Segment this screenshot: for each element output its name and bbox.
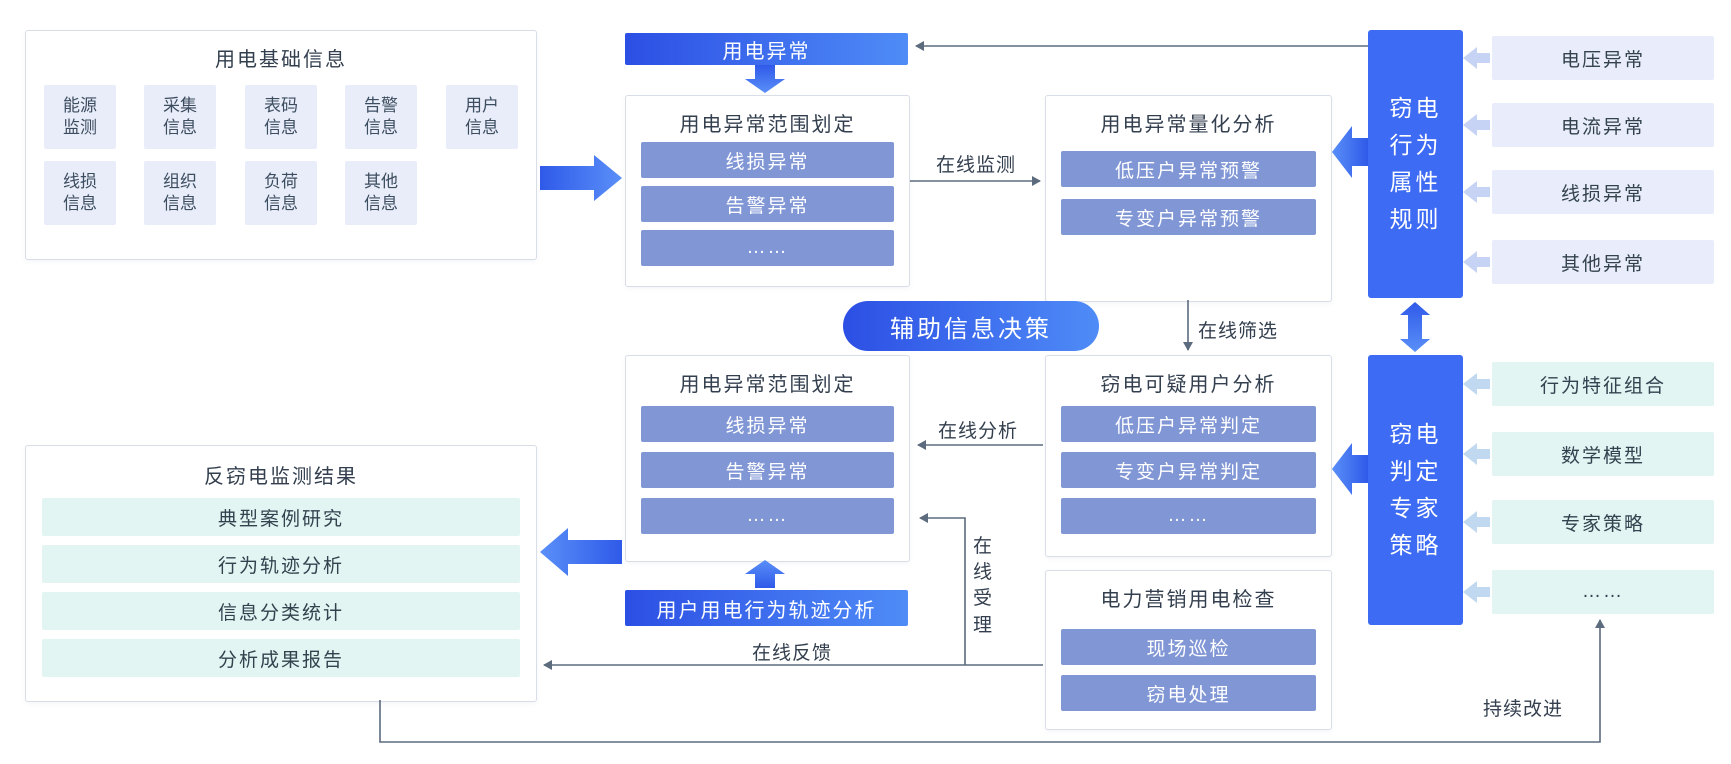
big-arrow-rules-to-quant <box>1332 126 1368 178</box>
big-arrow-expert-to-suspect <box>1332 443 1368 495</box>
small-arrow-strategy-item <box>1463 581 1490 603</box>
basic-info-item: 采集信息 <box>144 85 216 149</box>
panel-title: 窃电可疑用户分析 <box>1100 374 1277 396</box>
basic-info-item: 其他信息 <box>345 161 417 225</box>
big-arrow-basic-to-scope <box>540 155 622 201</box>
results-title: 反窃电监测结果 <box>204 466 358 488</box>
bluebox-line: 窃电 <box>1389 420 1442 447</box>
flow-bar: 线损异常 <box>641 142 894 178</box>
bluebox-line: 规则 <box>1389 206 1442 233</box>
basic-info-item: 能源监测 <box>44 85 116 149</box>
flow-bar: 专变户异常判定 <box>1061 452 1316 488</box>
flow-bar: 现场巡检 <box>1061 629 1316 665</box>
flow-bar: 专变户异常预警 <box>1061 199 1316 235</box>
basic-info-title: 用电基础信息 <box>215 49 347 71</box>
small-arrow-strategy-item <box>1463 373 1490 395</box>
small-arrow-strategy-item <box>1463 443 1490 465</box>
suspect-user-panel: 窃电可疑用户分析 低压户异常判定 专变户异常判定 …… <box>1045 355 1332 557</box>
flow-bar: 窃电处理 <box>1061 675 1316 711</box>
flow-bar: …… <box>1061 498 1316 534</box>
small-arrow-rule-item <box>1463 114 1490 136</box>
bluebox-line: 窃电 <box>1389 94 1442 121</box>
basic-info-item: 负荷信息 <box>245 161 317 225</box>
double-arrow-rules-expert <box>1400 302 1430 352</box>
panel-title: 用电异常范围划定 <box>679 114 856 136</box>
bluebox-line: 专家 <box>1389 495 1442 521</box>
small-arrow-rule-item <box>1463 47 1490 69</box>
big-arrow-trajectory-up <box>745 560 785 588</box>
small-arrow-strategy-item <box>1463 511 1490 533</box>
strategy-item: …… <box>1492 570 1714 614</box>
basic-info-panel: 用电基础信息 能源监测 采集信息 表码信息 告警信息 用户信息 线损信息 组织信… <box>25 30 537 260</box>
strategy-item: 专家策略 <box>1492 500 1714 544</box>
bluebox-line: 策略 <box>1389 532 1442 559</box>
bluebox-line: 属性 <box>1389 169 1442 195</box>
strategy-item: 数学模型 <box>1492 432 1714 476</box>
anomaly-banner: 用电异常 <box>625 33 908 65</box>
rule-item: 电压异常 <box>1492 36 1714 80</box>
basic-info-item: 告警信息 <box>345 85 417 149</box>
basic-info-item: 线损信息 <box>44 161 116 225</box>
anomaly-scope-panel-1: 用电异常范围划定 线损异常 告警异常 …… <box>625 95 910 287</box>
edge-label-online-monitoring: 在线监测 <box>935 155 1016 176</box>
basic-info-item: 组织信息 <box>144 161 216 225</box>
edge-label-online-analysis: 在线分析 <box>937 421 1018 442</box>
theft-attribute-rules-box: 窃电 行为 属性 规则 <box>1368 30 1463 298</box>
bluebox-line: 行为 <box>1389 131 1442 158</box>
edge-label-online-filtering: 在线筛选 <box>1198 321 1279 342</box>
quant-analysis-panel: 用电异常量化分析 低压户异常预警 专变户异常预警 <box>1045 95 1332 302</box>
trajectory-banner: 用户用电行为轨迹分析 <box>625 590 908 626</box>
rule-item: 线损异常 <box>1492 170 1714 214</box>
flow-bar: …… <box>641 230 894 266</box>
edge-label-online-feedback: 在线反馈 <box>751 643 832 664</box>
rule-item: 电流异常 <box>1492 103 1714 147</box>
basic-info-item: 用户信息 <box>446 85 518 149</box>
inspection-panel: 电力营销用电检查 现场巡检 窃电处理 <box>1045 570 1332 730</box>
flow-bar: 低压户异常预警 <box>1061 151 1316 187</box>
flow-bar: 线损异常 <box>641 406 894 442</box>
flow-bar: 告警异常 <box>641 452 894 488</box>
big-arrow-banner-down <box>745 65 785 93</box>
theft-expert-strategy-box: 窃电 判定 专家 策略 <box>1368 355 1463 625</box>
result-row: 信息分类统计 <box>42 592 520 630</box>
small-arrow-rule-item <box>1463 181 1490 203</box>
panel-title: 用电异常量化分析 <box>1100 114 1277 136</box>
panel-title: 电力营销用电检查 <box>1100 589 1277 611</box>
small-arrow-rule-item <box>1463 251 1490 273</box>
flow-bar: 低压户异常判定 <box>1061 406 1316 442</box>
line-online-acceptance <box>919 513 966 665</box>
bluebox-line: 判定 <box>1389 457 1442 484</box>
basic-info-item: 表码信息 <box>245 85 317 149</box>
result-row: 分析成果报告 <box>42 639 520 677</box>
flow-bar: …… <box>641 498 894 534</box>
result-row: 典型案例研究 <box>42 498 520 536</box>
edge-label-continuous-improvement: 持续改进 <box>1482 699 1563 720</box>
flow-bar: 告警异常 <box>641 186 894 222</box>
panel-title: 用电异常范围划定 <box>679 374 856 396</box>
strategy-item: 行为特征组合 <box>1492 362 1714 406</box>
edge-label-online-acceptance: 在线受理 <box>972 536 993 636</box>
results-panel: 反窃电监测结果 典型案例研究 行为轨迹分析 信息分类统计 分析成果报告 <box>25 445 537 702</box>
decision-pill: 辅助信息决策 <box>843 301 1099 351</box>
result-row: 行为轨迹分析 <box>42 545 520 583</box>
anomaly-scope-panel-2: 用电异常范围划定 线损异常 告警异常 …… <box>625 355 910 562</box>
rule-item: 其他异常 <box>1492 240 1714 284</box>
big-arrow-scope-to-results <box>540 528 622 576</box>
